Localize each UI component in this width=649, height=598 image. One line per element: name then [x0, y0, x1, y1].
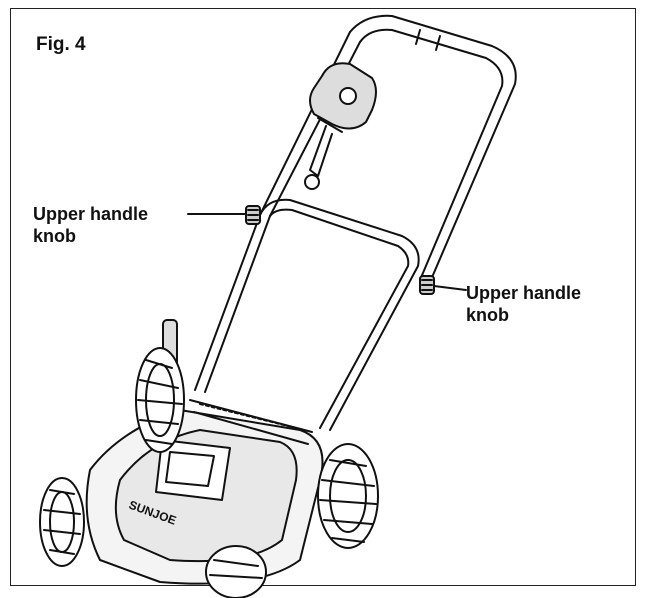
control-box: [304, 62, 377, 190]
rear-left-wheel: [135, 347, 185, 453]
right-upper-handle-knob-shape: [419, 275, 435, 295]
rear-right-wheel: [317, 443, 379, 549]
callout-left-line2: knob: [33, 226, 76, 246]
right-callout-line: [433, 285, 467, 291]
figure-label: Fig. 4: [36, 34, 86, 55]
lower-handle: [194, 198, 420, 431]
mower-deck: [85, 399, 324, 585]
front-right-wheel: [205, 545, 267, 598]
callout-right-line1: Upper handle: [466, 283, 582, 303]
callout-right-upper-handle-knob: Upper handle knob: [466, 282, 581, 326]
callout-right-line2: knob: [466, 305, 509, 325]
callout-left-line1: Upper handle: [33, 204, 149, 224]
left-upper-handle-knob-shape: [245, 205, 261, 225]
upper-handle: [259, 14, 517, 283]
front-left-wheel: [39, 477, 85, 567]
callout-left-upper-handle-knob: Upper handle knob: [33, 203, 148, 247]
